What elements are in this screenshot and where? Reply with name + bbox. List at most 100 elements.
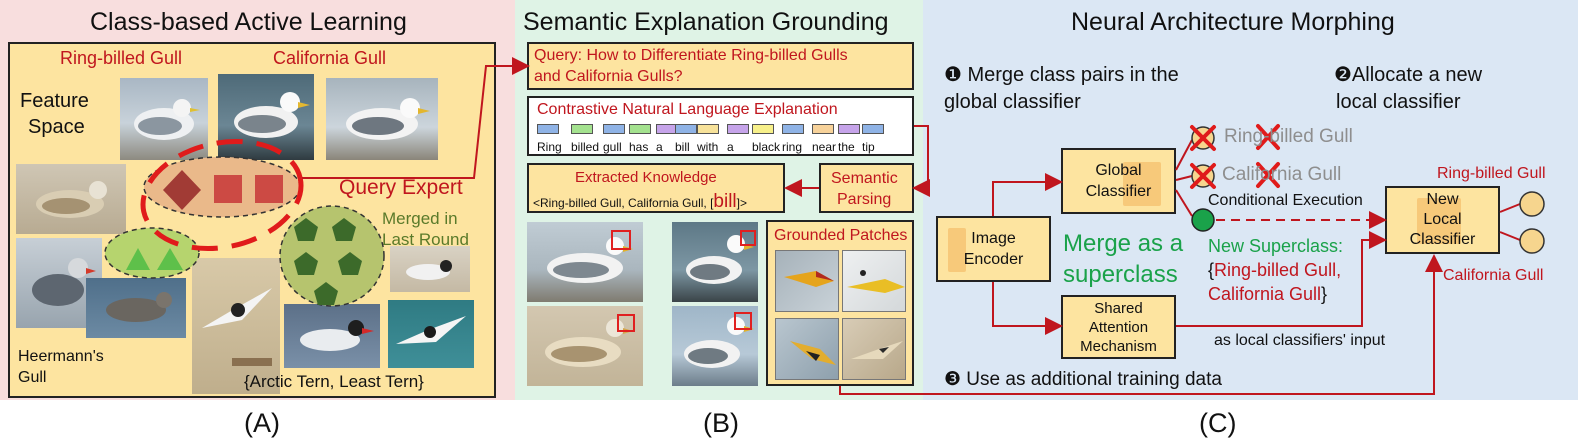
semantic-line2: Parsing xyxy=(837,191,892,208)
pentagon-sample-5 xyxy=(314,282,338,305)
superclass-close: } xyxy=(1321,284,1328,304)
bird-photo-california xyxy=(218,74,314,160)
conditional-execution-label: Conditional Execution xyxy=(1208,192,1363,209)
grounded-patch-1 xyxy=(775,250,839,312)
pentagon-sample-1 xyxy=(294,218,318,241)
arrow-shared-to-local xyxy=(1176,231,1387,327)
panel-b-label: (B) xyxy=(703,408,739,438)
triangle-sample-1 xyxy=(126,248,150,270)
tern-set-label: {Arctic Tern, Least Tern} xyxy=(244,372,424,391)
token-bar xyxy=(812,124,834,134)
local-output-ring-label: Ring-billed Gull xyxy=(1437,165,1546,182)
token-word: the xyxy=(838,140,855,154)
arrow-patches-to-local xyxy=(839,254,1443,395)
merged-line1: Merged in xyxy=(382,209,458,228)
token-bar xyxy=(727,124,749,134)
grounded-patch-3 xyxy=(775,318,839,380)
x-mark-icon-1 xyxy=(1190,125,1216,151)
arrow-a-to-query xyxy=(302,57,530,179)
token-word: tip xyxy=(862,140,875,154)
bill-grounding-box-3 xyxy=(617,314,635,332)
local-output-node-2 xyxy=(1519,228,1545,254)
heermann-line1: Heermann's xyxy=(18,348,104,365)
california-gull-label: California Gull xyxy=(273,48,387,68)
feature-space-clusters xyxy=(104,138,385,307)
extracted-knowledge-box: Extracted Knowledge <Ring-billed Gull, C… xyxy=(527,163,785,213)
superclass-name1: Ring-billed Gull, xyxy=(1214,260,1342,280)
token-word: a xyxy=(656,140,663,154)
token-bar xyxy=(571,124,593,134)
merged-line2: Last Round xyxy=(382,230,469,249)
line-local-to-out2 xyxy=(1499,231,1521,241)
x-mark-icon-2 xyxy=(1190,163,1216,189)
heermann-line2: Gull xyxy=(18,369,47,386)
token-bar xyxy=(697,124,719,134)
token-word: billed xyxy=(571,140,600,154)
bird-photo-juvenile-gull xyxy=(16,164,126,234)
pentagon-sample-4 xyxy=(338,252,362,275)
feature-space-line1: Feature xyxy=(20,90,89,112)
grounded-patch-4 xyxy=(842,318,906,380)
step3-label: ❸ Use as additional training data xyxy=(944,369,1222,390)
shared-line2: Attention xyxy=(1088,318,1149,336)
local-input-label: as local classifiers' input xyxy=(1214,332,1386,349)
grounded-photo-1 xyxy=(527,222,643,302)
gull-sample-square-2 xyxy=(255,175,283,203)
explanation-title: Contrastive Natural Language Explanation xyxy=(537,101,838,118)
token-word: gull xyxy=(603,140,622,154)
grounded-title: Grounded Patches xyxy=(774,227,908,244)
token-bar xyxy=(675,124,697,134)
feature-space-label: Feature Space xyxy=(20,88,89,140)
new-local-line1: New xyxy=(1426,191,1459,208)
merge-line2: superclass xyxy=(1063,261,1178,288)
line-global-to-california xyxy=(1175,175,1193,181)
bill-grounding-box-1 xyxy=(611,230,631,250)
local-output-node-1 xyxy=(1519,191,1545,217)
grounded-photo-4 xyxy=(672,306,758,386)
token-word: Ring xyxy=(537,140,562,154)
struck-ring-billed-label: Ring-billed Gull xyxy=(1224,126,1353,147)
panel-c-title: Neural Architecture Morphing xyxy=(1071,8,1395,36)
pentagon-sample-3 xyxy=(294,252,318,275)
panel-a-title: Class-based Active Learning xyxy=(90,8,407,36)
step1-line2: global classifier xyxy=(944,91,1081,113)
token-bar xyxy=(537,124,559,134)
gull-sample-diamond xyxy=(163,170,201,210)
bird-photo-least-tern xyxy=(388,300,474,368)
bird-photo-tern-standing xyxy=(390,246,470,292)
knowledge-prefix: <Ring-billed Gull, California Gull, [ xyxy=(533,196,714,210)
superclass-title: New Superclass: xyxy=(1208,236,1344,256)
token-bar xyxy=(629,124,651,134)
bird-photo-dark-gull xyxy=(86,278,186,338)
query-line1: Query: How to Differentiate Ring-billed … xyxy=(534,47,848,64)
token-word: ring xyxy=(782,140,803,154)
new-local-line2: Local xyxy=(1423,211,1462,228)
token-word: near xyxy=(812,140,837,154)
step2-line1: ❷Allocate a new xyxy=(1334,64,1483,86)
struck-california-label: California Gull xyxy=(1222,164,1342,185)
bill-grounding-box-2 xyxy=(740,230,756,246)
bird-photo-ring-billed xyxy=(120,78,208,160)
global-line2: Classifier xyxy=(1085,183,1152,200)
token-word: black xyxy=(752,140,781,154)
panel-a-label: (A) xyxy=(244,408,280,438)
bird-photo-arctic-tern xyxy=(284,304,380,368)
arrow-encoder-to-global xyxy=(992,173,1063,216)
knowledge-emph: bill xyxy=(713,191,737,212)
token-word: a xyxy=(727,140,734,154)
token-bar xyxy=(862,124,884,134)
token-bar xyxy=(752,124,774,134)
step1-label: ❶ Merge class pairs in the global classi… xyxy=(944,62,1179,116)
panel-b-title: Semantic Explanation Grounding xyxy=(523,8,889,36)
merged-last-round-label: Merged in Last Round xyxy=(382,208,469,250)
line-local-to-out1 xyxy=(1499,203,1521,213)
line-global-to-ring xyxy=(1175,139,1193,171)
knowledge-suffix: ]> xyxy=(736,196,747,210)
query-expert-label: Query Expert xyxy=(339,176,463,199)
x-mark-icon-3 xyxy=(1256,124,1280,150)
grounded-photo-2 xyxy=(672,222,758,302)
ring-billed-gull-label: Ring-billed Gull xyxy=(60,48,183,68)
shared-line1: Shared xyxy=(1094,299,1143,317)
step2-label: ❷Allocate a new local classifier xyxy=(1334,62,1482,116)
token-bar xyxy=(782,124,804,134)
